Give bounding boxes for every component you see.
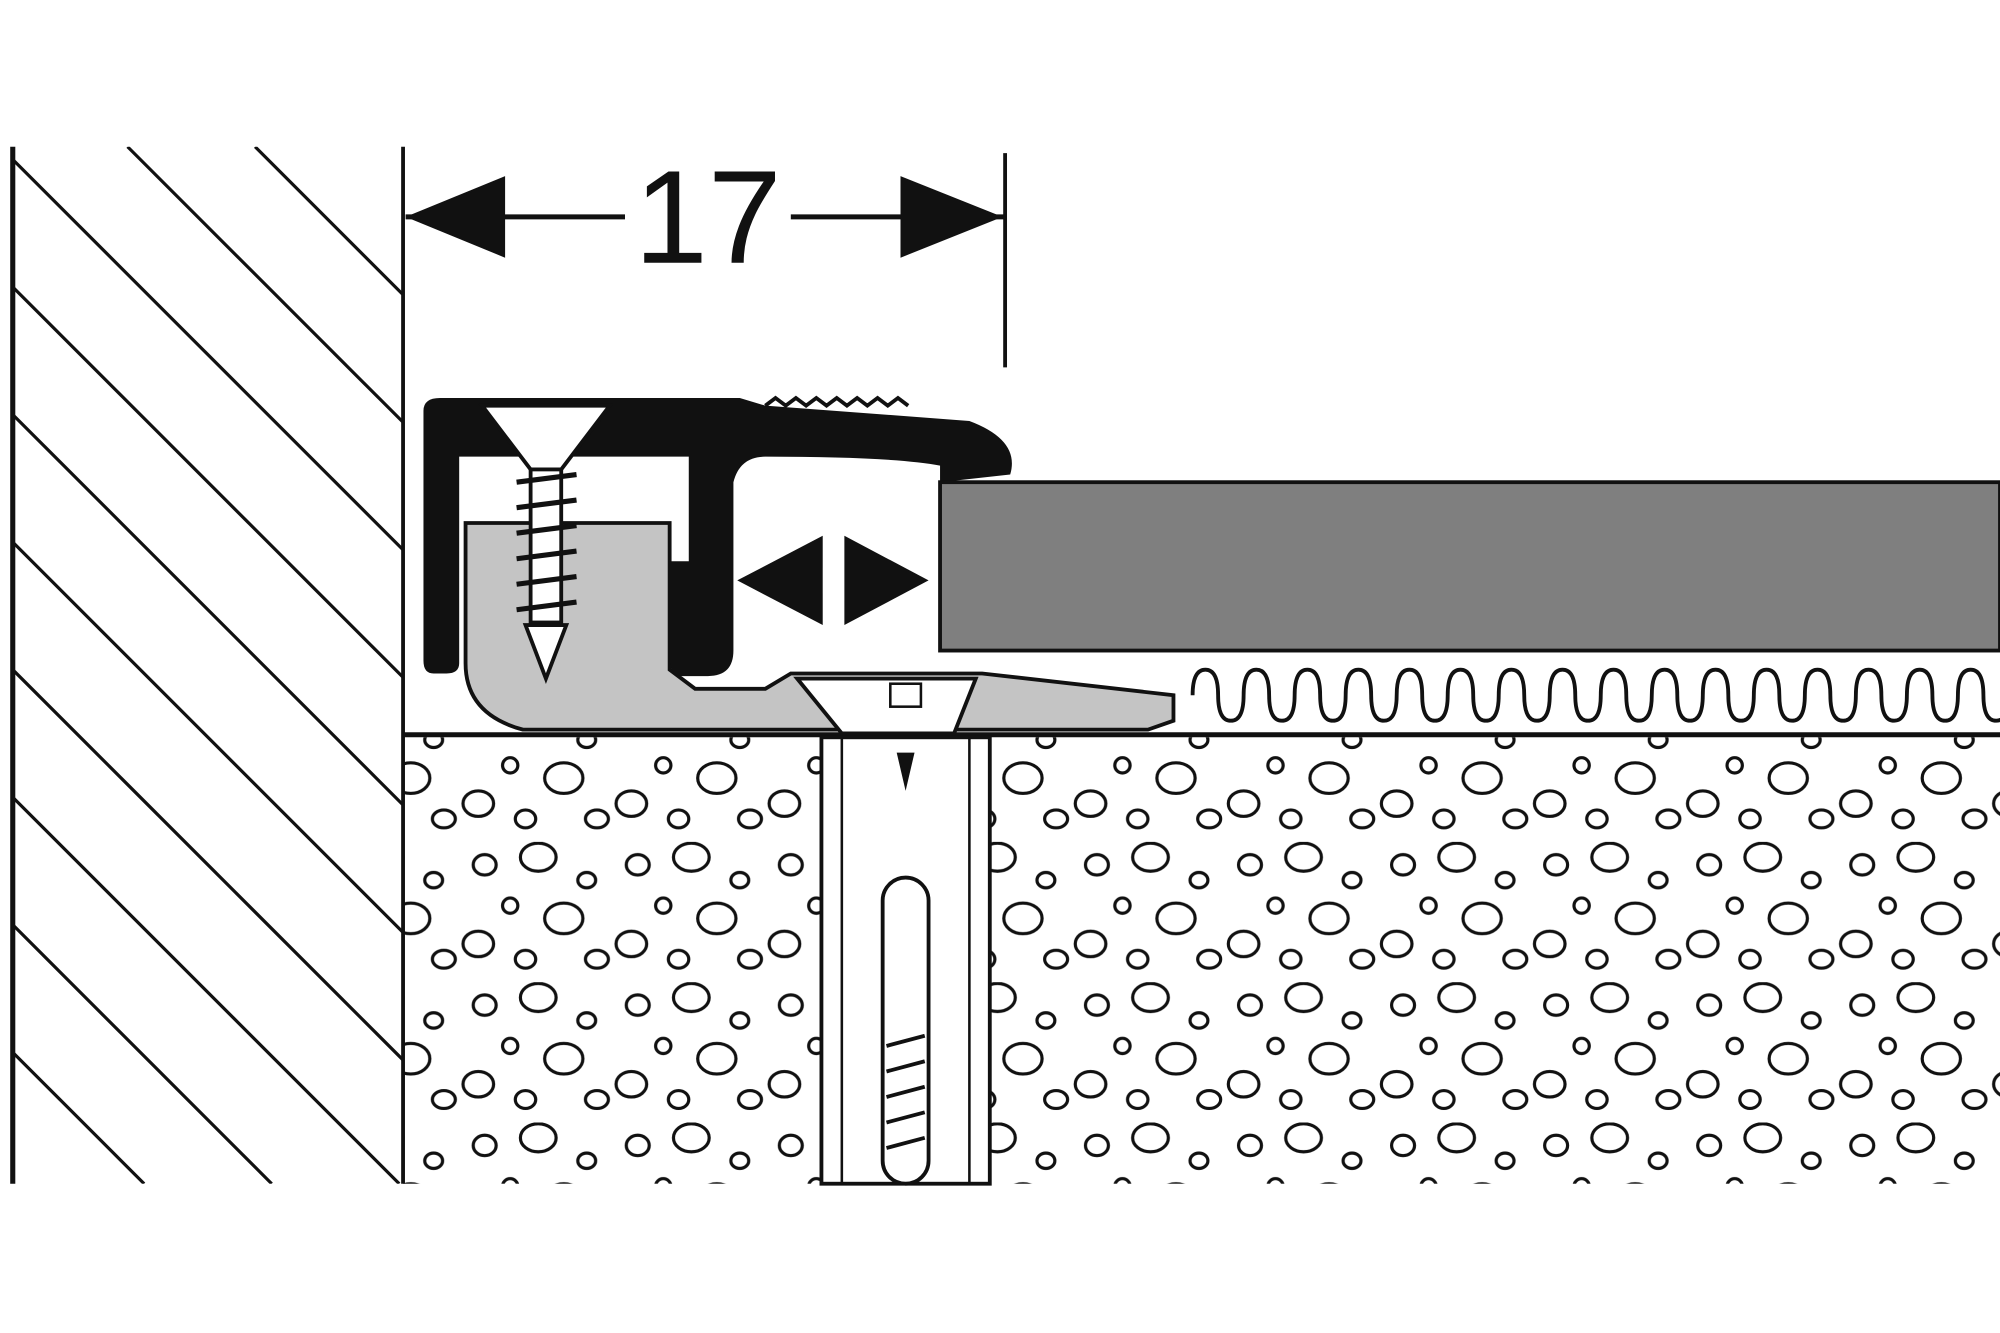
profile-base-insert (463, 521, 1176, 736)
countersunk-screw (478, 403, 614, 684)
dimension-arrow-left-icon (405, 176, 506, 258)
dimension-label: 17 (634, 144, 782, 292)
dimension-arrow-right-icon (900, 176, 1003, 258)
step-profile (423, 395, 1012, 677)
wall-hatched (10, 146, 405, 1184)
wall-plug-anchor (819, 735, 992, 1186)
carpet-underlay (1190, 667, 2000, 723)
concrete-substrate (403, 732, 2000, 1184)
dimension-indicator: 17 (405, 144, 1008, 368)
adjustment-arrows-icon (737, 535, 929, 626)
floor-covering-tile (938, 480, 2000, 653)
